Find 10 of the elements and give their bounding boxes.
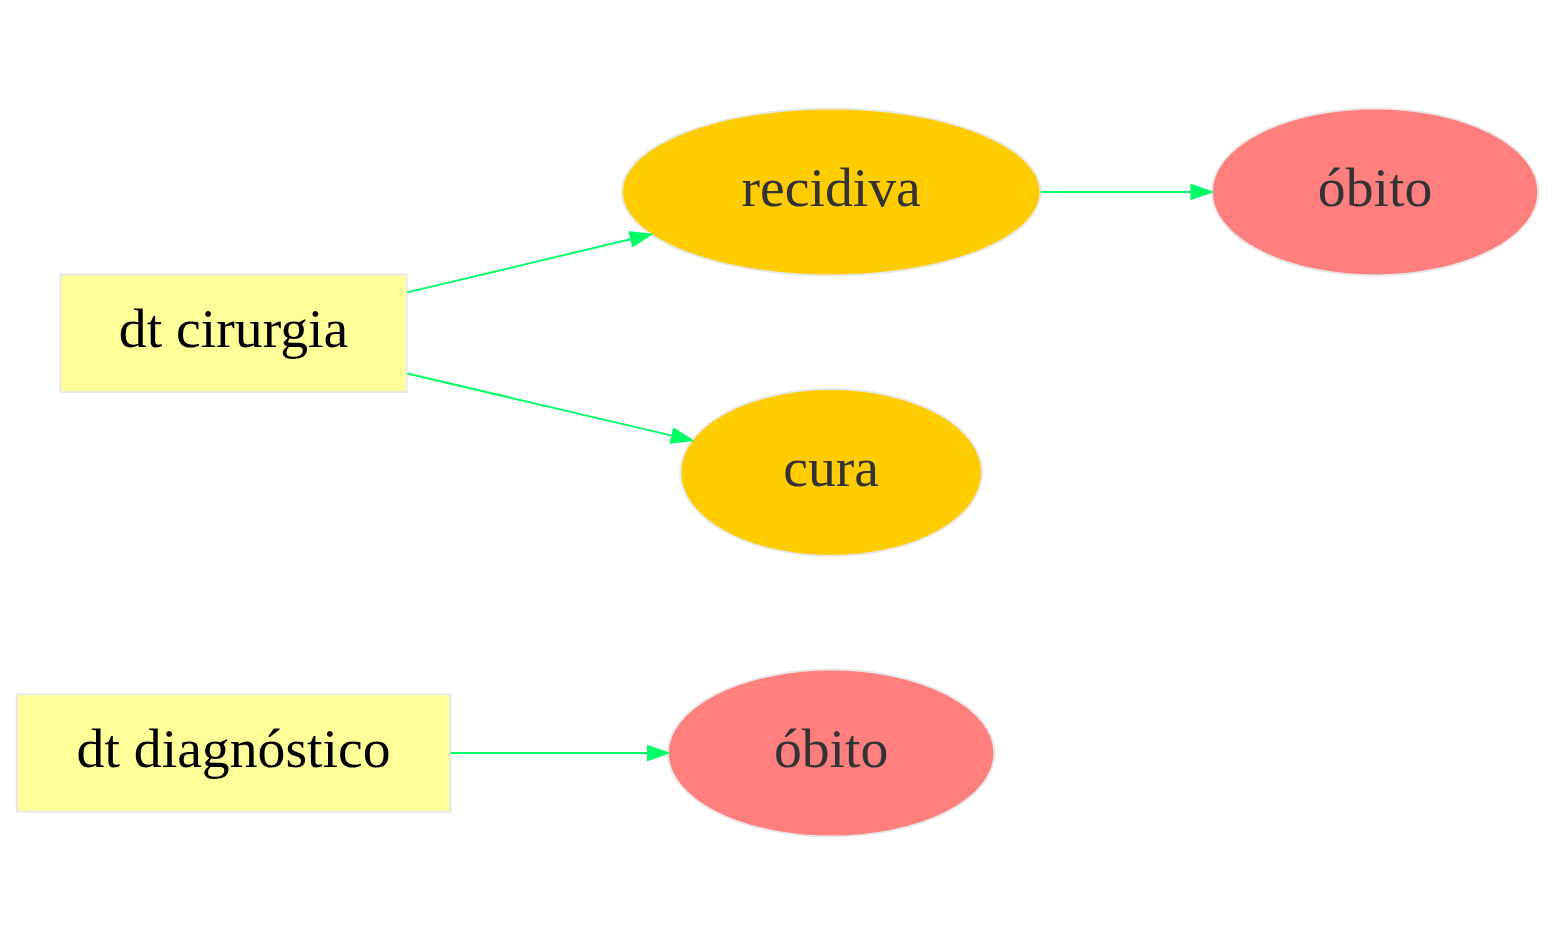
node-ellipse: recidiva [620, 107, 1042, 276]
node-box: dt diagnóstico [15, 692, 452, 813]
arrow [449, 744, 671, 761]
node-box: dt cirurgia [59, 273, 408, 393]
arrow [406, 230, 654, 293]
node-ellipse: óbito [666, 668, 996, 837]
node-ellipse: cura [679, 387, 983, 557]
arrow [406, 372, 695, 444]
node-ellipse: óbito [1210, 107, 1540, 276]
arrow [1040, 183, 1215, 200]
